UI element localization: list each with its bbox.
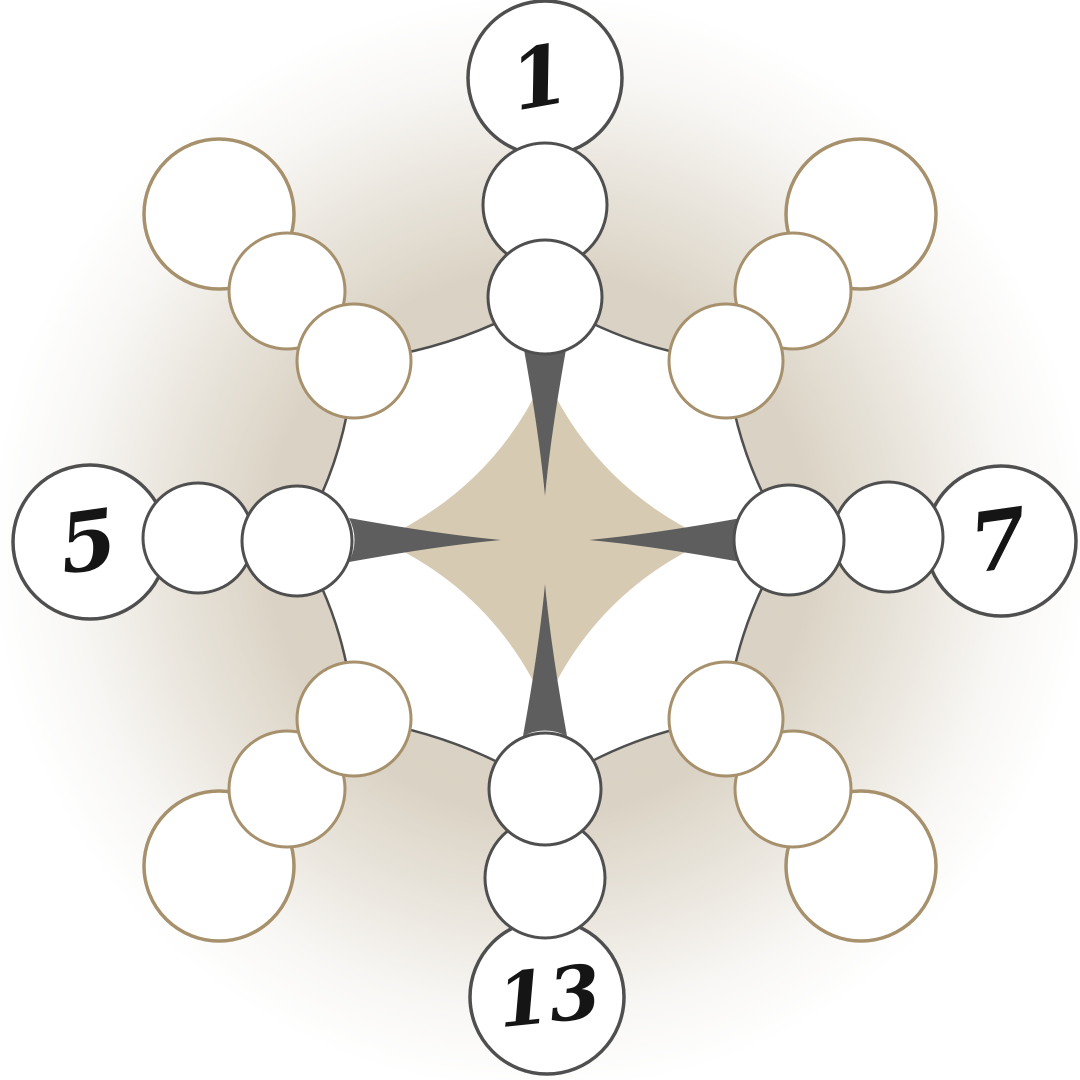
cell-bottom-value: 13 <box>493 949 604 1045</box>
center-star <box>380 375 710 705</box>
cell-left-value: 5 <box>53 490 123 593</box>
cell-left-middle[interactable] <box>141 481 255 595</box>
cell-upper-right-inner[interactable] <box>667 302 785 420</box>
cell-lower-right-inner[interactable] <box>667 660 785 778</box>
cell-lower-left-inner[interactable] <box>295 660 413 778</box>
cell-top-inner[interactable] <box>486 238 604 356</box>
cell-upper-left-inner[interactable] <box>295 302 413 420</box>
cell-right-value: 7 <box>964 489 1034 592</box>
cell-bottom-inner[interactable] <box>487 731 603 847</box>
cell-left-inner[interactable] <box>240 484 354 598</box>
cell-right-middle[interactable] <box>831 480 945 594</box>
cell-right-inner[interactable] <box>732 483 846 597</box>
